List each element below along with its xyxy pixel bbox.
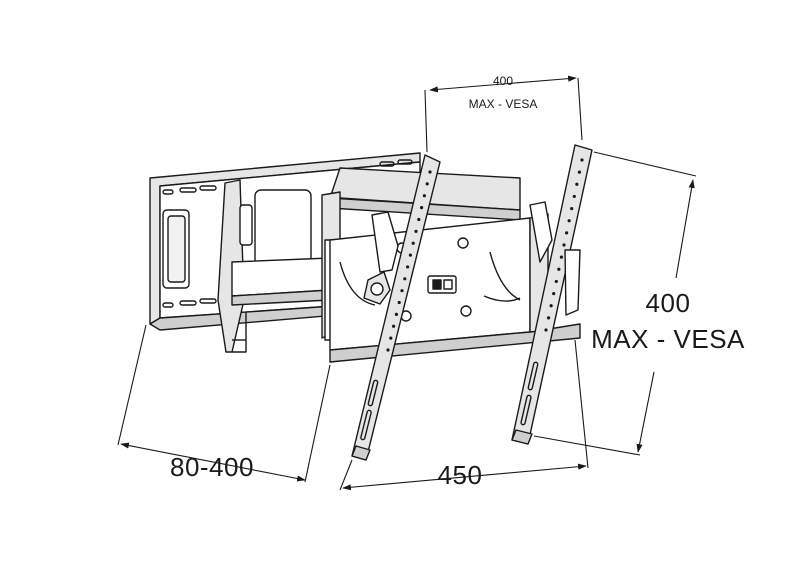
bracket-hole [392, 324, 396, 328]
bracket-hole [411, 241, 415, 245]
bracket-hole [557, 267, 561, 271]
bracket-hole [397, 300, 401, 305]
bracket-hole [420, 206, 424, 210]
bracket-hole [544, 328, 548, 332]
wall-hinge-icon [217, 179, 253, 353]
side-vesa-label: MAX - VESA [591, 324, 745, 354]
vesa-bracket-left-icon [351, 154, 441, 461]
bracket-hole [577, 170, 582, 174]
bracket-hole [546, 316, 551, 320]
bracket-hole [554, 279, 558, 284]
bracket-hole [570, 206, 574, 211]
bracket-hole [389, 336, 393, 340]
dimension-lines [117, 75, 697, 491]
bracket-hole [580, 158, 584, 162]
bracket-hole [559, 255, 564, 259]
bracket-hole [552, 291, 556, 296]
tilt-knob-icon [363, 211, 399, 305]
bracket-hole [564, 231, 569, 235]
top-vesa-value: 400 [493, 74, 513, 88]
vesa-bracket-right-icon [511, 144, 593, 445]
bracket-hole [394, 312, 398, 316]
bracket-hole [425, 182, 429, 186]
bracket-hole [575, 182, 579, 186]
bracket-hole [567, 219, 571, 223]
bracket-hole [400, 289, 404, 293]
arm-width-label: 450 [438, 460, 483, 490]
bracket-hole [549, 304, 553, 308]
bracket-hole [408, 253, 412, 257]
bracket-hole [562, 243, 566, 247]
bracket-hole [417, 217, 421, 222]
bracket-hole [386, 348, 390, 352]
bracket-hole [422, 194, 426, 198]
bracket-hole [406, 265, 410, 269]
depth-range-label: 80-400 [170, 452, 254, 482]
top-vesa-label: MAX - VESA [469, 97, 538, 111]
bracket-hole [572, 194, 576, 199]
bracket-hole [403, 277, 407, 281]
bracket-hole [414, 229, 418, 233]
side-vesa-value: 400 [646, 288, 691, 318]
bracket-hole [428, 170, 432, 174]
